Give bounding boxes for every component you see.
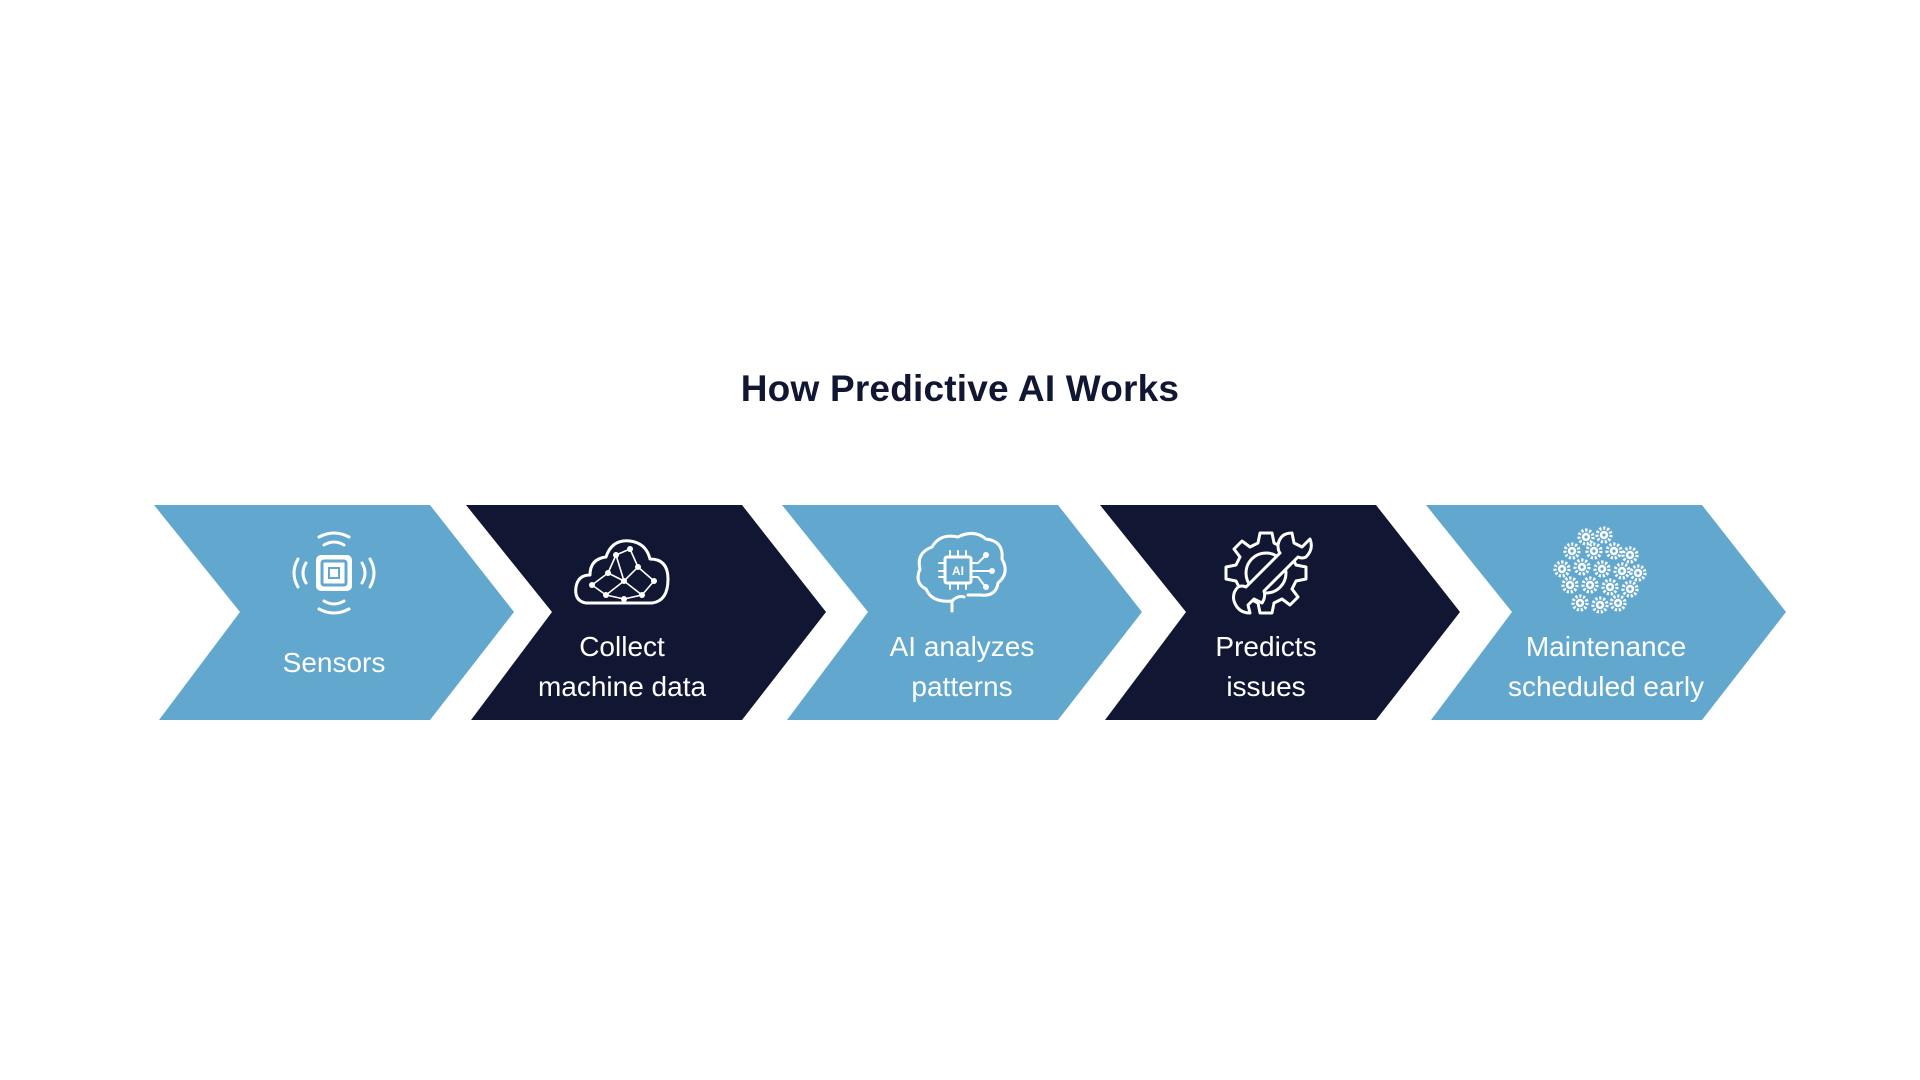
step-label: Collect machine data	[512, 627, 732, 707]
gear-wrench-icon	[1216, 525, 1316, 621]
gears-cluster-icon	[1548, 525, 1648, 621]
step-label-line: patterns	[911, 671, 1013, 702]
step-label-line: issues	[1226, 671, 1306, 702]
cloud-network-icon	[572, 525, 672, 621]
step-sensors: Sensors	[154, 505, 554, 720]
diagram-title: How Predictive AI Works	[740, 368, 1180, 409]
step-label: AI analyzes patterns	[852, 627, 1072, 707]
chevron-shape	[782, 505, 1142, 720]
chevron-shape	[1100, 505, 1460, 720]
sensor-icon	[284, 525, 384, 621]
step-collect-machine-data: Collect machine data	[466, 505, 866, 720]
step-label: Sensors	[224, 643, 444, 683]
step-label-line: machine data	[537, 671, 707, 702]
step-label-line: AI analyzes	[889, 631, 1035, 662]
step-label: Predicts issues	[1156, 627, 1376, 707]
ai-brain-icon: AI	[912, 525, 1012, 621]
step-maintenance-scheduled-early: Maintenance scheduled early	[1426, 505, 1826, 720]
chevron-shape	[1426, 505, 1786, 720]
chevron-shape	[466, 505, 826, 720]
svg-text:AI: AI	[952, 564, 964, 578]
step-label: Maintenance scheduled early	[1496, 627, 1716, 707]
step-label-line: scheduled early	[1507, 671, 1705, 702]
step-label-line: Sensors	[282, 647, 386, 678]
step-label-line: Collect	[579, 631, 665, 662]
step-ai-analyzes-patterns: AI AI analyzes patterns	[782, 505, 1182, 720]
step-predicts-issues: Predicts issues	[1100, 505, 1500, 720]
step-label-line: Maintenance	[1525, 631, 1687, 662]
step-label-line: Predicts	[1215, 631, 1317, 662]
